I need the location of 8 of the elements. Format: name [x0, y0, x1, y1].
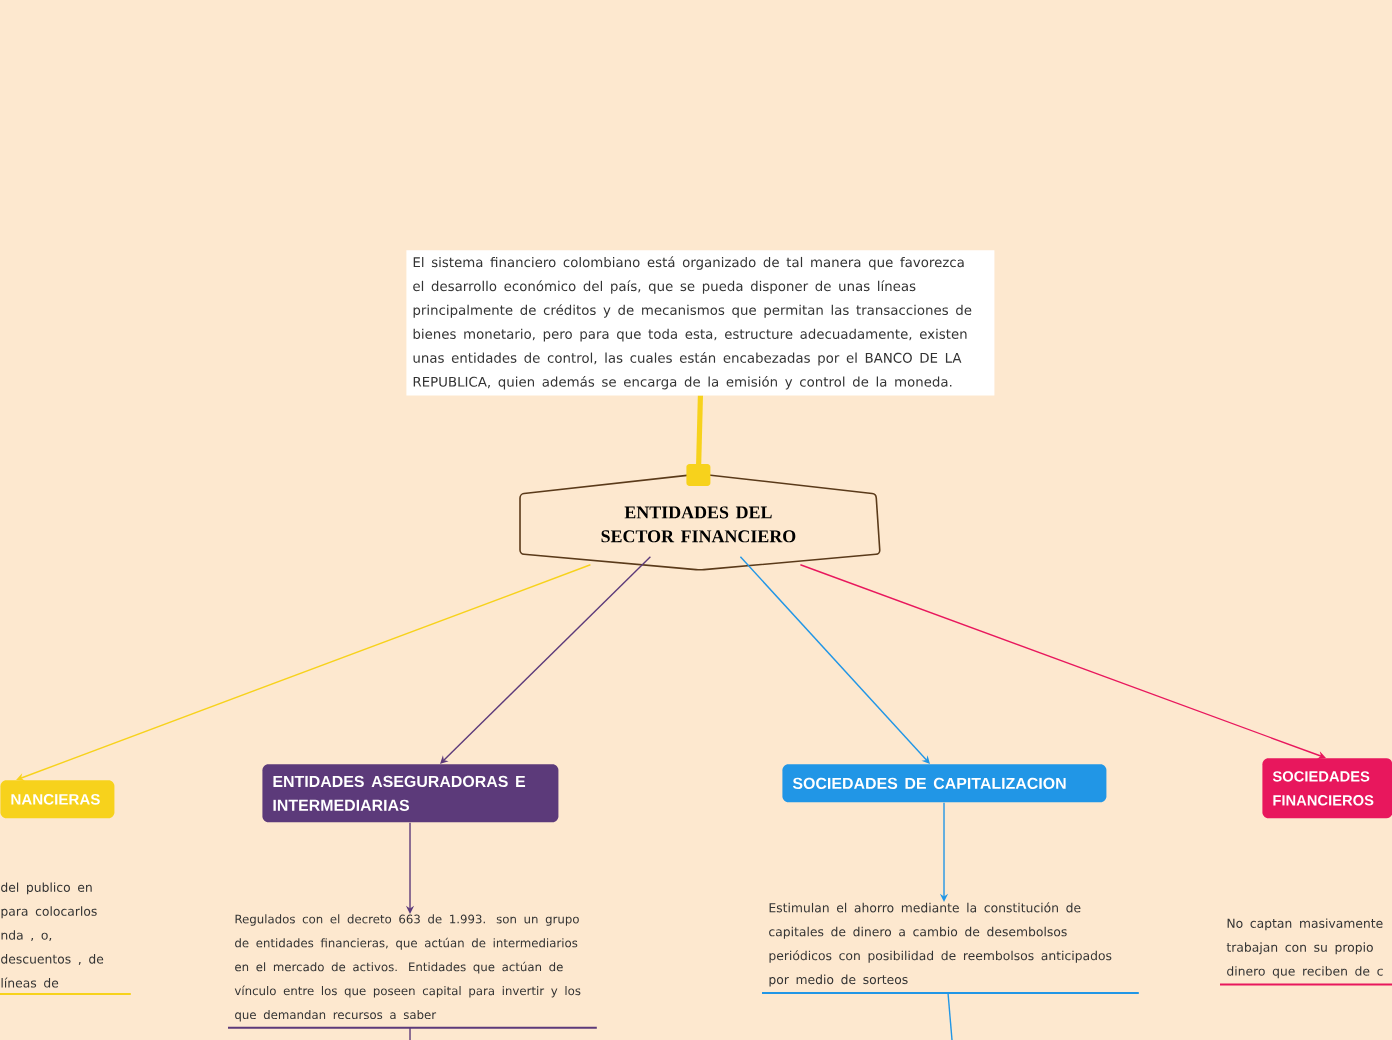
connector: [409, 1027, 411, 1040]
connector: [947, 992, 953, 1040]
connector: [686, 395, 711, 486]
arrow: [440, 556, 652, 764]
topic-box: ENTIDADES DEL SECTOR FINANCIERO: [519, 473, 881, 571]
arrow: [16, 564, 592, 781]
arrow: [739, 556, 930, 764]
arrow: [799, 564, 1326, 759]
